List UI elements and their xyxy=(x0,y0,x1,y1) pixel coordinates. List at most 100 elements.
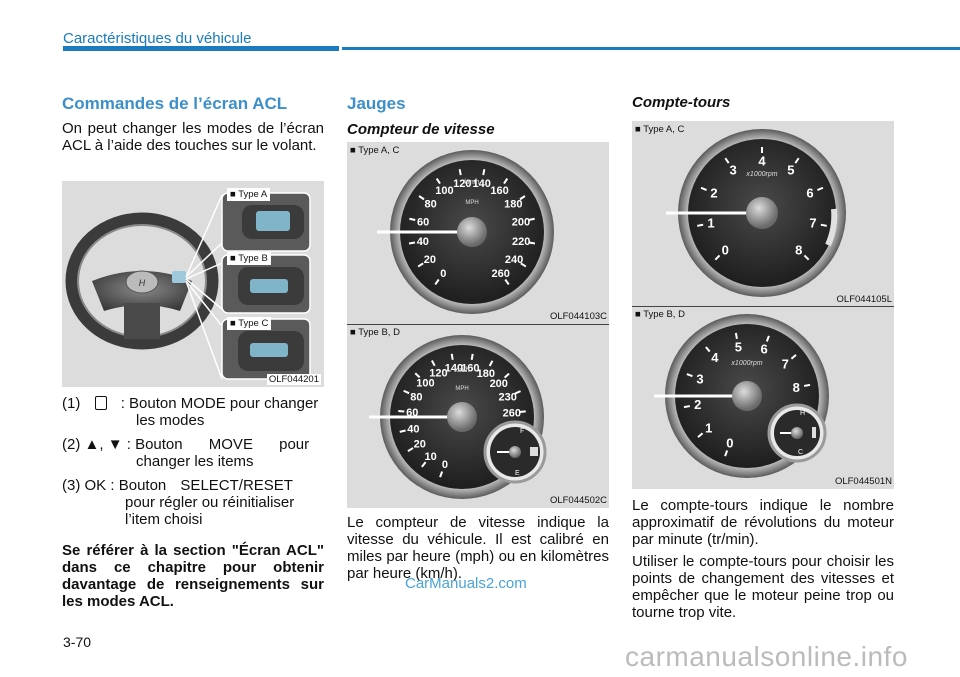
list-item-1-cont: les modes xyxy=(136,412,205,429)
speedometer-1-tick-label: 260 xyxy=(491,268,509,280)
speedometer-2-tick-mark xyxy=(421,461,427,468)
tachometer-2-tick-mark xyxy=(803,383,811,387)
speedometer-2-tick-label: 180 xyxy=(477,368,495,380)
speedometer-1-tick-mark xyxy=(482,169,486,176)
speedometer-paragraph: Le compteur de vitesse indique la vitess… xyxy=(347,514,609,582)
tachometer-1-tick-label: 2 xyxy=(710,186,717,201)
speedometer-1-tick-mark xyxy=(434,278,440,285)
speedometer-2-tick-mark xyxy=(503,372,510,379)
tachometer-1-tick-label: 6 xyxy=(806,186,813,201)
speedometer-1-tick-label: 40 xyxy=(417,236,429,248)
speedometer-2-tick-label: 120 xyxy=(429,368,447,380)
speedometer-1-tick-mark xyxy=(503,178,509,185)
speedometer-1-tick-label: 100 xyxy=(435,185,453,197)
speedometer-2-tick-mark xyxy=(399,429,406,433)
speedometer-2-hub xyxy=(447,402,477,432)
speedometer-2-tick-label: 10 xyxy=(425,451,437,463)
tachometer-1-tick-label: 0 xyxy=(722,242,729,257)
note-paragraph: Se référer à la section "Écran ACL" dans… xyxy=(62,542,324,610)
list-item-3-cont2: l’item choisi xyxy=(125,511,203,528)
tachometer-2-unit: x1000rpm xyxy=(730,360,762,367)
speedometer-1-unit-kmh: km/h xyxy=(464,179,479,186)
page-number: 3-70 xyxy=(63,634,92,650)
tachometer-2-tick-label: 3 xyxy=(696,371,703,386)
speedometer-2-tick-mark xyxy=(488,360,494,367)
header-bar-secondary xyxy=(342,47,960,50)
tachometer-1-tick-mark xyxy=(820,223,827,227)
tachometer-2-tick-label: 6 xyxy=(760,342,767,357)
tachometer-2-hub xyxy=(732,381,762,411)
list-item-2: (2) ▲, ▼ : Bouton MOVE pour xyxy=(62,436,310,453)
tachometer-1-unit: x1000rpm xyxy=(745,171,777,178)
fuel-gauge-f-label: F xyxy=(520,428,524,435)
tachometer-1-tick-label: 4 xyxy=(758,154,766,169)
speedometer-1-unit-mph: MPH xyxy=(465,200,478,206)
speedometer-2-tick-label: 20 xyxy=(414,439,426,451)
tachometer-2-tick-label: 1 xyxy=(705,421,712,436)
fuel-gauge-e-label: E xyxy=(515,470,520,477)
mode-button-icon xyxy=(94,396,107,410)
speedometer-1-tick-mark xyxy=(408,241,416,245)
steering-wheel-figure: H ■ Type A ■ Type B ■ Type C OLF044201 xyxy=(62,181,324,387)
list-item-3-cont: pour régler ou réinitialiser xyxy=(125,494,295,511)
speedometer-2-tick-mark xyxy=(407,447,414,453)
tachometer-2-tick-mark xyxy=(683,405,691,409)
tachometer-1-tick-mark xyxy=(724,157,730,164)
tachometer-2-code: OLF044501N xyxy=(834,476,892,487)
heading-lcd-controls: Commandes de l’écran ACL xyxy=(62,94,288,113)
speedometer-2-code: OLF044502C xyxy=(549,495,607,506)
steering-wheel-illustration: H xyxy=(65,192,311,380)
speedometer-2-tick-label: 40 xyxy=(407,423,419,435)
speedometer-2-tick-mark xyxy=(414,372,421,379)
speedometer-2-tick-mark xyxy=(450,353,454,360)
tachometer-paragraph-1: Le compte-tours indique le nombre approx… xyxy=(632,497,894,548)
tachometer-paragraph-2: Utiliser le compte-tours pour choisir le… xyxy=(632,553,894,621)
tachometer-1-tick-label: 3 xyxy=(729,162,736,177)
tachometer-2-tick-mark xyxy=(724,450,729,457)
speedometer-1-type-label: ■ Type A, C xyxy=(350,145,400,156)
speedometer-2-tick-label: 260 xyxy=(503,407,521,419)
speedometer-1-tick-label: 0 xyxy=(440,268,446,280)
speedometer-1-tick-label: 220 xyxy=(512,236,530,248)
speedometer-2-tick-label: 160 xyxy=(461,363,479,375)
tachometer-1-tick-mark xyxy=(794,157,800,164)
intro-paragraph: On peut changer les modes de l’écran ACL… xyxy=(62,120,324,154)
list-item-2-cont: changer les items xyxy=(136,453,254,470)
speedometer-1-tick-mark xyxy=(458,169,462,176)
tachometer-1-tick-mark xyxy=(700,186,707,191)
speedometer-1-tick-label: 120 xyxy=(453,178,471,190)
speedometer-2-tick-mark xyxy=(519,410,526,413)
tachometer-2-tick-label: 5 xyxy=(735,339,742,354)
speedometer-2-tick-label: 200 xyxy=(490,378,508,390)
speedometer-1-tick-label: 160 xyxy=(490,185,508,197)
section-title: Caractéristiques du véhicule xyxy=(63,30,252,47)
tachometer-2-tick-mark xyxy=(686,373,693,378)
tachometer-2-tick-label: 4 xyxy=(711,350,719,365)
speedometer-1-code: OLF044103C xyxy=(549,311,607,322)
speedometer-2-tick-mark xyxy=(439,471,444,478)
speedometer-1-tick-label: 60 xyxy=(417,217,429,229)
carmanuals-watermark: CarManuals2.com xyxy=(405,575,527,592)
tachometer-2-tick-mark xyxy=(697,432,704,438)
tachometer-2-tick-label: 7 xyxy=(782,356,789,371)
tachometer-1-tick-label: 7 xyxy=(809,216,816,231)
speedometer-2-tick-label: 80 xyxy=(410,391,422,403)
figure-label-type-c: ■ Type C xyxy=(227,317,272,330)
tachometer-2-tick-label: 2 xyxy=(694,397,701,412)
speedometer-1-tick-mark xyxy=(528,217,535,221)
tachometer-1-tick-mark xyxy=(714,254,721,261)
speedometer-1-hub xyxy=(457,217,487,247)
speedometer-1-tick-mark xyxy=(417,262,424,268)
steering-wheel-rim xyxy=(65,212,219,350)
tachometer-1-tick-mark xyxy=(697,223,704,227)
tachometer-2-tick-mark xyxy=(765,335,770,342)
speedometer-2-tick-mark xyxy=(403,389,410,395)
speedometer-1-tick-mark xyxy=(435,178,441,185)
speedometer-1-tick-label: 200 xyxy=(512,217,530,229)
speedometer-2-tick-label: 140 xyxy=(445,362,463,374)
